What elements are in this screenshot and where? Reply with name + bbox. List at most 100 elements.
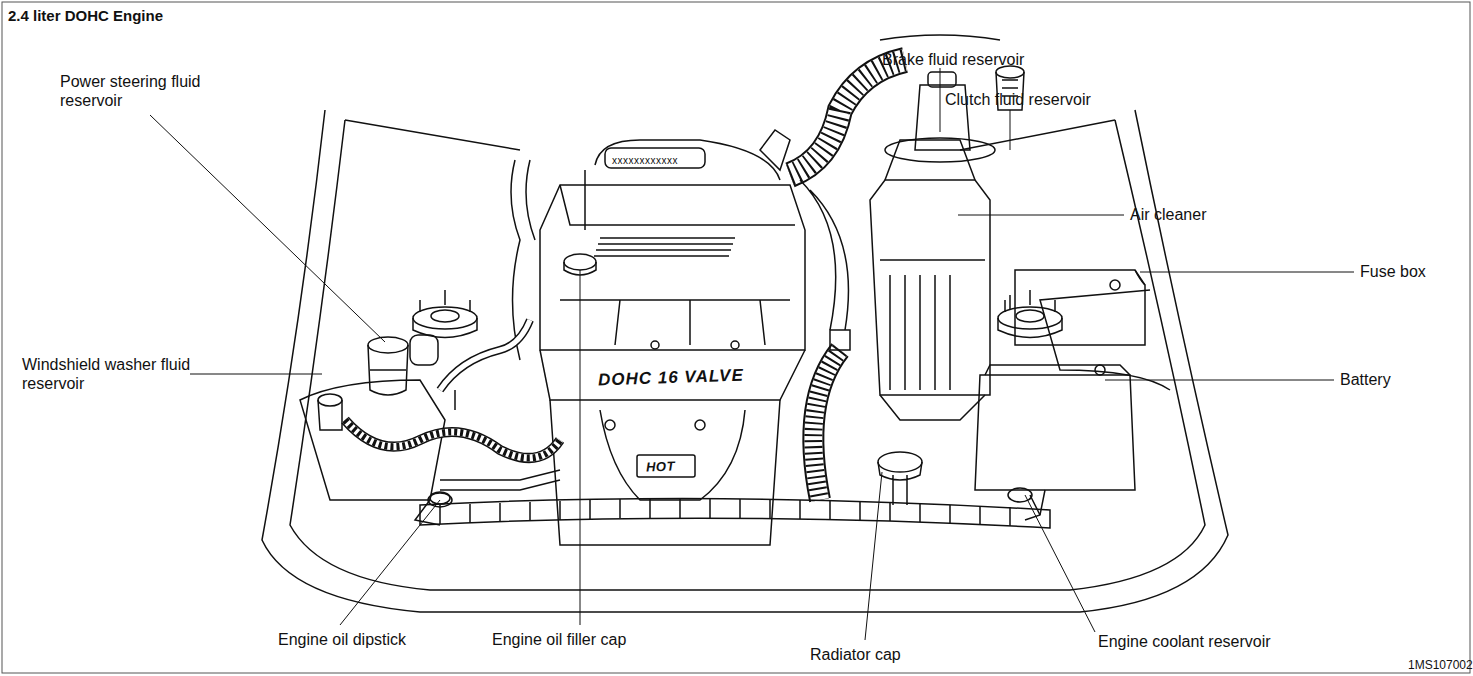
leader-line <box>150 115 385 342</box>
intake-hose <box>760 60 905 175</box>
fuse-box <box>1110 280 1120 290</box>
battery <box>1095 365 1105 375</box>
brake-reservoir <box>880 35 1000 40</box>
radiator-hose <box>813 350 840 500</box>
leader-line <box>150 68 1354 640</box>
intake-hose <box>760 130 790 170</box>
radiator-hose <box>813 350 840 500</box>
air-cleaner-box <box>880 395 985 420</box>
washer-reservoir <box>318 394 342 406</box>
wiring-harness <box>440 320 530 390</box>
radiator-cap <box>878 452 922 505</box>
leader-line <box>958 215 1124 216</box>
radiator-cap <box>878 452 922 472</box>
body-outline <box>290 120 1205 590</box>
wiring-harness <box>440 320 530 390</box>
wiring-harness <box>345 420 560 458</box>
air-cleaner-box <box>870 140 990 420</box>
leader-line <box>1025 495 1095 632</box>
strut-tower <box>998 318 1062 338</box>
air-cleaner-box <box>870 180 990 395</box>
engine-block <box>605 420 615 430</box>
engine-block <box>594 238 735 256</box>
strut-tower <box>1005 290 1055 312</box>
battery <box>975 375 1135 490</box>
wiring-harness <box>345 420 560 458</box>
engine-block <box>695 420 705 430</box>
radiator-support <box>415 495 1040 525</box>
radiator-support <box>440 499 1010 526</box>
intake-hose <box>790 60 905 175</box>
engine-block <box>564 254 596 270</box>
engine-block <box>550 400 780 545</box>
part-label: Radiator cap <box>810 645 901 664</box>
washer-reservoir <box>318 394 342 430</box>
part-label: Engine oil dipstick <box>278 630 406 649</box>
power-steering-reservoir <box>410 335 438 365</box>
wiring-harness <box>345 180 848 504</box>
power-steering-reservoir <box>370 369 406 371</box>
battery <box>975 365 1135 520</box>
leader-line <box>190 374 322 375</box>
battery <box>985 365 1130 375</box>
engine-block <box>731 341 739 349</box>
wiring-harness <box>440 470 560 490</box>
figure-title: 2.4 liter DOHC Engine <box>8 7 163 24</box>
radiator-support <box>420 499 1050 528</box>
radiator-cap <box>878 462 922 505</box>
part-label: Windshield washer fluid reservoir <box>22 355 212 393</box>
air-cleaner-box <box>885 140 975 180</box>
part-label: Battery <box>1340 370 1391 389</box>
washer-reservoir <box>318 400 342 430</box>
leader-line <box>1010 110 1011 150</box>
leader-line <box>1140 272 1354 273</box>
part-label: Fuse box <box>1360 262 1426 281</box>
part-label: Engine oil filler cap <box>492 630 626 649</box>
part-label: Brake fluid reservoir <box>882 50 1024 69</box>
brake-reservoir <box>928 72 956 87</box>
strut-tower <box>420 290 470 312</box>
fuse-box <box>1015 270 1145 345</box>
part-label: Air cleaner <box>1130 205 1206 224</box>
wiring-harness <box>345 420 560 458</box>
part-label: Engine coolant reservoir <box>1098 632 1271 651</box>
body-outline <box>262 110 1228 612</box>
wiring-harness <box>800 180 848 330</box>
leader-line <box>865 472 882 640</box>
brake-reservoir <box>885 138 995 162</box>
fuse-box <box>1015 270 1145 345</box>
air-cleaner-box <box>880 260 985 390</box>
engine-block <box>511 140 805 545</box>
leader-line <box>1105 380 1334 381</box>
part-label: Clutch fluid reservoir <box>945 90 1091 109</box>
power-steering-reservoir <box>368 345 408 395</box>
engine-block <box>651 341 659 349</box>
power-steering-reservoir <box>368 337 408 353</box>
engine-block <box>600 410 745 500</box>
radiator-hose <box>813 350 840 500</box>
strut-tower <box>998 307 1062 329</box>
radiator-support <box>1008 488 1032 502</box>
engine-cover-marking: DOHC 16 VALVE <box>598 365 744 389</box>
engine-block <box>560 300 790 345</box>
cover-marking: xxxxxxxxxxxx <box>612 151 678 170</box>
leader-line <box>940 68 941 132</box>
engine-block <box>560 185 795 225</box>
engine-block <box>585 140 780 230</box>
body-outline <box>262 110 1228 612</box>
radiator-support <box>415 488 1050 528</box>
leader-line <box>340 500 440 625</box>
figure-code: 1MS107002 <box>1408 656 1473 675</box>
radiator-hose <box>830 330 850 350</box>
intake-hose <box>790 60 905 175</box>
intake-hose <box>790 60 905 175</box>
leader-line <box>580 270 581 625</box>
strut-tower <box>455 295 1010 410</box>
power-steering-reservoir <box>368 335 438 395</box>
wiring-harness <box>430 492 450 504</box>
warning-plate: HOT <box>646 457 676 477</box>
